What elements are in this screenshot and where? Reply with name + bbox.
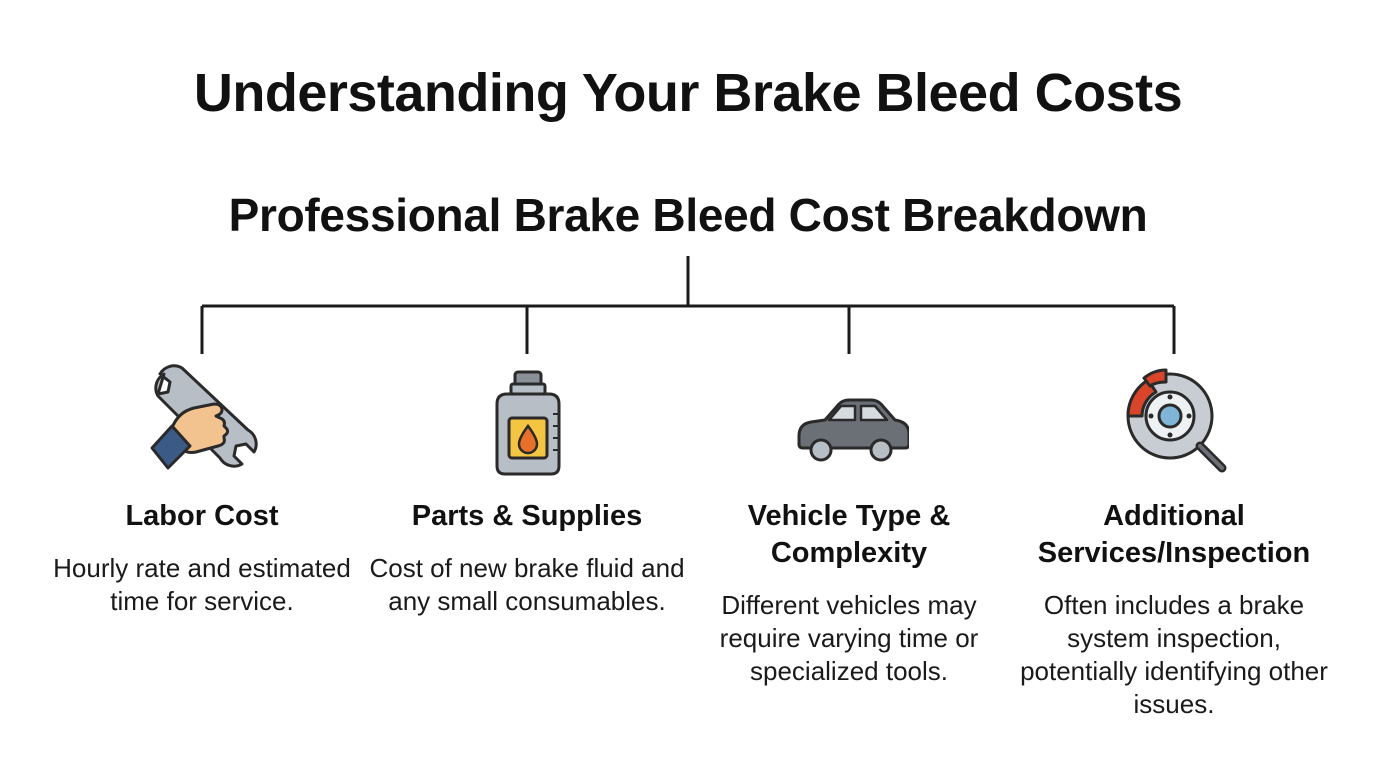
item-title: Additional Services/Inspection: [1037, 500, 1311, 569]
item-description: Different vehicles may require varying t…: [719, 590, 979, 686]
item-description: Cost of new brake fluid and any small co…: [369, 553, 685, 616]
item-title: Vehicle Type & Complexity: [747, 500, 951, 569]
item-title: Parts & Supplies: [411, 500, 643, 532]
brake-inspection-icon: [1126, 368, 1227, 473]
car-icon: [797, 398, 909, 462]
item-description: Often includes a brake system inspection…: [1020, 590, 1328, 719]
diagram-subtitle: Professional Brake Bleed Cost Breakdown: [228, 189, 1148, 241]
fluid-bottle-icon: [495, 370, 561, 476]
item-description: Hourly rate and estimated time for servi…: [53, 553, 351, 616]
wrench-hand-icon: [150, 364, 258, 470]
item-title: Labor Cost: [125, 500, 279, 532]
main-title: Understanding Your Brake Bleed Costs: [193, 63, 1183, 123]
